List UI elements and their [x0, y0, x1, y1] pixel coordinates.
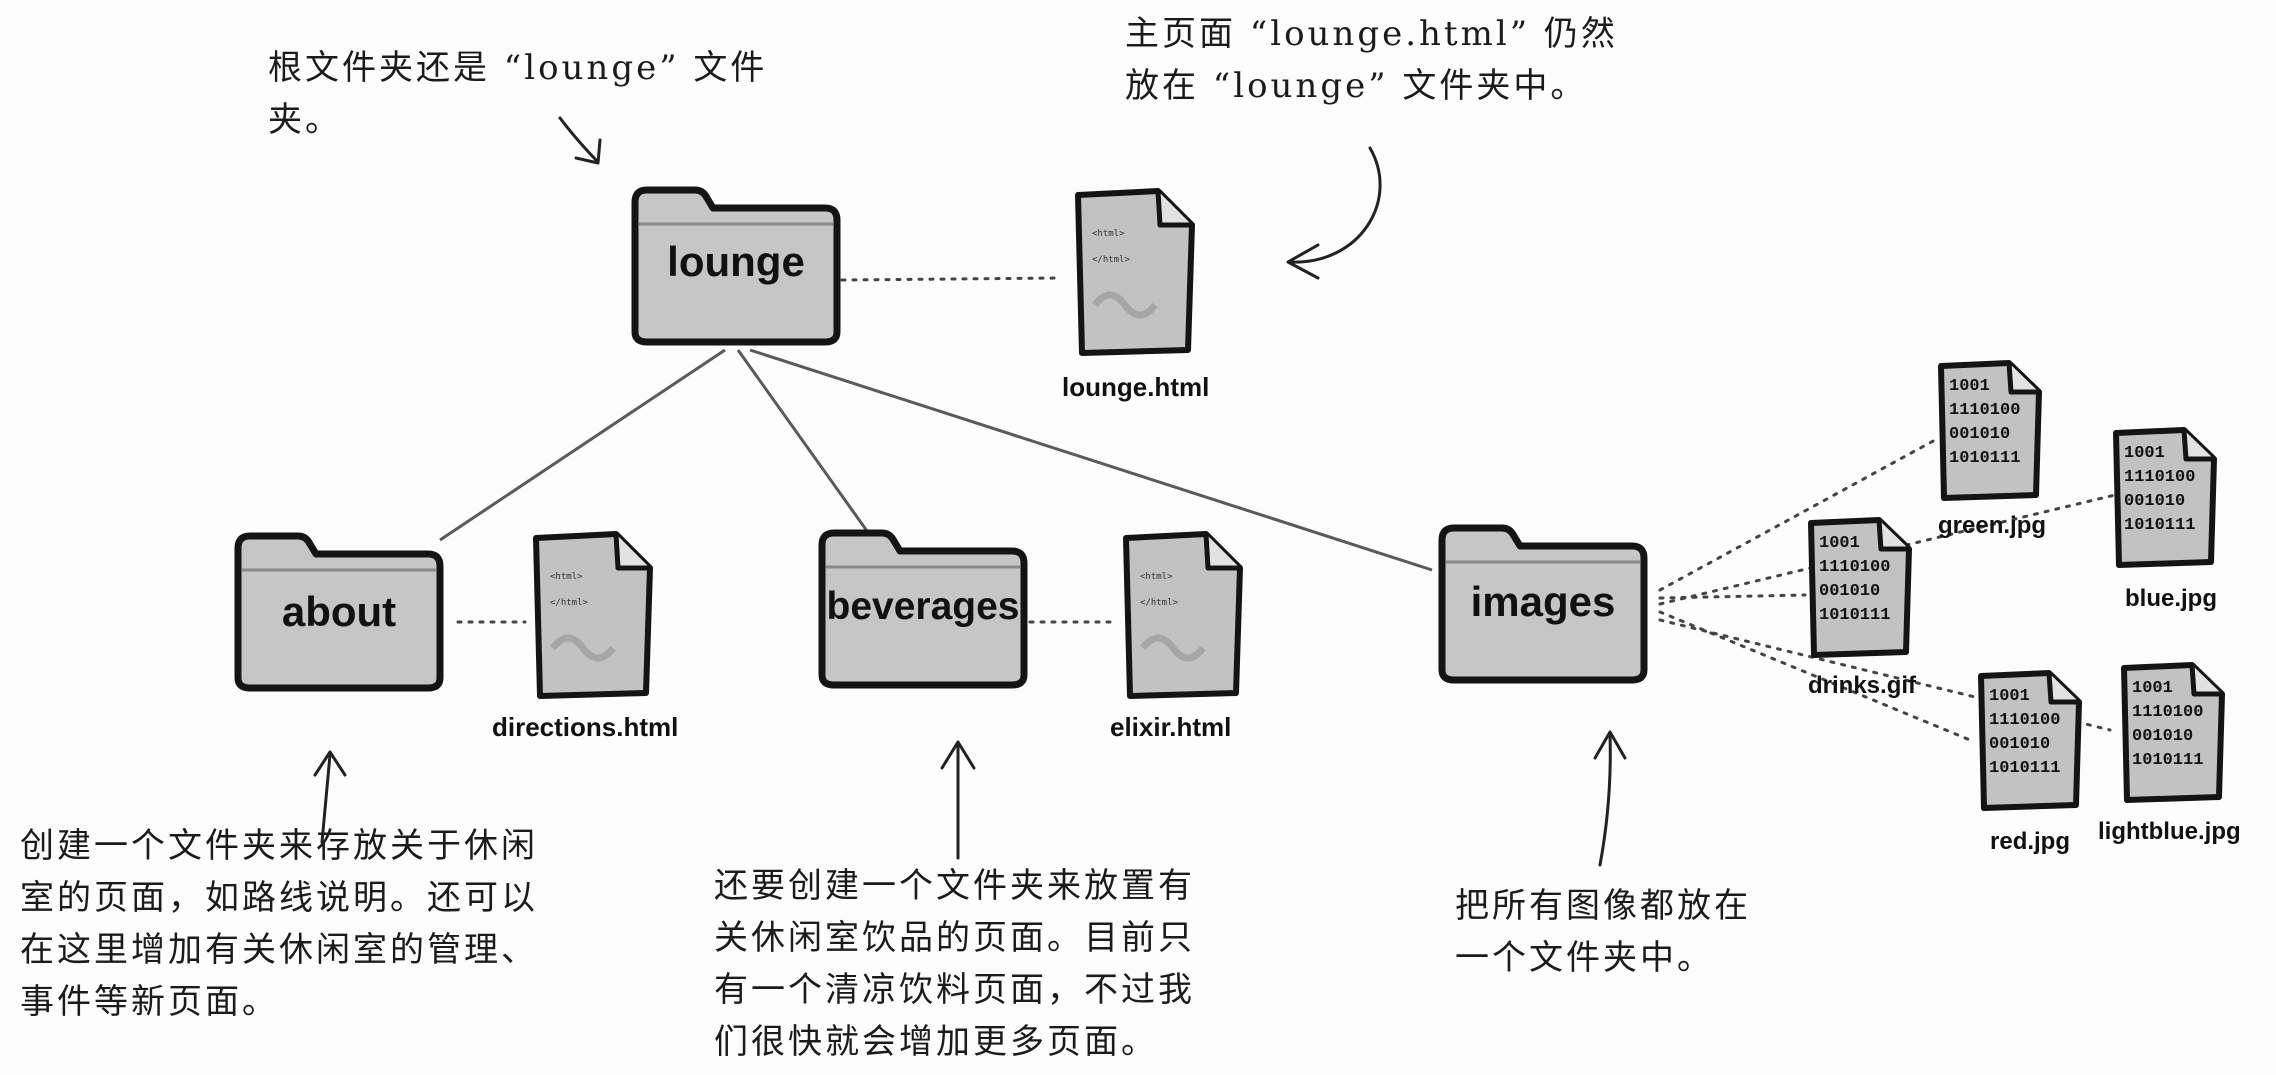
arrow-root-note-head: [574, 138, 602, 165]
html-open-tag: <html>: [1140, 572, 1173, 582]
arrow-about-note-head: [313, 750, 347, 777]
file-lounge-html[interactable]: <html> </html>: [1070, 185, 1200, 360]
binary-line: 1010111: [2132, 751, 2204, 770]
file-drinks-gif[interactable]: 1001 1110100 001010 1010111: [1805, 515, 1915, 660]
binary-line: 001010: [2132, 727, 2194, 746]
binary-line: 1110100: [2132, 703, 2204, 722]
folder-icon: [631, 186, 841, 346]
binary-line: 001010: [2124, 492, 2186, 511]
binary-line: 001010: [1819, 582, 1881, 601]
image-file-icon: [2113, 427, 2217, 568]
folder-images[interactable]: images: [1432, 520, 1654, 688]
file-label-red-jpg: red.jpg: [1990, 828, 2071, 855]
arrow-about-note: [320, 753, 332, 844]
binary-line: 1001: [2132, 679, 2173, 698]
html-document-icon: [1075, 188, 1195, 356]
arrow-main-page-note: [1288, 146, 1382, 264]
file-label-lightblue-jpg: lightblue.jpg: [2098, 818, 2241, 845]
dotted-lounge-to-lounge-html: [840, 276, 1062, 282]
html-document-icon: [533, 531, 653, 699]
arrow-root-note: [558, 116, 598, 162]
binary-line: 1001: [1989, 687, 2030, 706]
arrow-images-note-head: [1593, 730, 1627, 760]
arrow-main-page-note-head: [1286, 243, 1320, 280]
binary-line: 1001: [1949, 377, 1990, 396]
folder-icon: [818, 529, 1028, 689]
html-close-tag: </html>: [1092, 255, 1130, 265]
tree-line-lounge-about: [439, 348, 726, 542]
image-file-icon: [2121, 662, 2225, 803]
file-label-directions-html: directions.html: [492, 712, 679, 742]
arrow-beverages-note-head: [940, 740, 976, 770]
folder-beverages[interactable]: beverages: [812, 525, 1034, 693]
annotation-about-folder: 创建一个文件夹来存放关于休闲 室的页面，如路线说明。还可以 在这里增加有关休闲室…: [20, 826, 538, 1022]
image-file-icon: [1978, 670, 2082, 811]
file-directions-html[interactable]: <html> </html>: [528, 528, 658, 703]
html-open-tag: <html>: [550, 572, 583, 582]
binary-line: 1010111: [1989, 759, 2061, 778]
file-label-drinks-gif: drinks.gif: [1808, 672, 1917, 699]
annotation-root-folder: 根文件夹还是 “lounge” 文件 夹。: [268, 48, 768, 140]
binary-line: 1001: [2124, 444, 2165, 463]
annotation-main-page: 主页面 “lounge.html” 仍然 放在 “lounge” 文件夹中。: [1125, 14, 1618, 106]
annotation-images-folder: 把所有图像都放在 一个文件夹中。: [1455, 886, 1751, 978]
file-label-elixir-html: elixir.html: [1110, 712, 1232, 742]
binary-line: 1010111: [1819, 606, 1891, 625]
file-blue-jpg[interactable]: 1001 1110100 001010 1010111: [2110, 425, 2220, 570]
binary-line: 1110100: [1819, 558, 1891, 577]
folder-label: about: [281, 588, 397, 635]
binary-line: 1110100: [2124, 468, 2196, 487]
folder-label: images: [1470, 578, 1616, 625]
html-close-tag: </html>: [1140, 598, 1178, 608]
file-elixir-html[interactable]: <html> </html>: [1118, 528, 1248, 703]
folder-label: lounge: [667, 238, 805, 285]
folder-icon: [1438, 524, 1648, 684]
folder-label: beverages: [826, 585, 1020, 628]
file-label-green-jpg: green.jpg: [1938, 512, 2047, 539]
folder-about[interactable]: about: [228, 528, 450, 696]
binary-line: 1010111: [2124, 516, 2196, 535]
dotted-images-to-green: [1658, 438, 1937, 592]
html-open-tag: <html>: [1092, 229, 1125, 239]
tree-line-lounge-images: [749, 348, 1433, 572]
annotation-beverages-folder: 还要创建一个文件夹来放置有 关休闲室饮品的页面。目前只 有一个清凉饮料页面，不过…: [714, 866, 1195, 1062]
file-label-blue-jpg: blue.jpg: [2125, 585, 2217, 612]
folder-lounge[interactable]: lounge: [625, 182, 847, 350]
tree-line-lounge-beverages: [736, 349, 874, 539]
arrow-images-note: [1598, 733, 1612, 867]
binary-line: 001010: [1949, 425, 2011, 444]
image-file-icon: [1938, 360, 2042, 501]
binary-line: 1001: [1819, 534, 1860, 553]
html-document-icon: [1123, 531, 1243, 699]
binary-line: 1110100: [1989, 711, 2061, 730]
binary-line: 1010111: [1949, 449, 2021, 468]
file-label-lounge-html: lounge.html: [1062, 372, 1210, 402]
file-green-jpg[interactable]: 1001 1110100 001010 1010111: [1935, 358, 2045, 503]
image-file-icon: [1808, 517, 1912, 658]
folder-icon: [234, 532, 444, 692]
binary-line: 1110100: [1949, 401, 2021, 420]
html-close-tag: </html>: [550, 598, 588, 608]
dotted-images-to-red: [1658, 610, 1972, 742]
file-lightblue-jpg[interactable]: 1001 1110100 001010 1010111: [2118, 660, 2228, 805]
binary-line: 001010: [1989, 735, 2051, 754]
file-red-jpg[interactable]: 1001 1110100 001010 1010111: [1975, 668, 2085, 813]
